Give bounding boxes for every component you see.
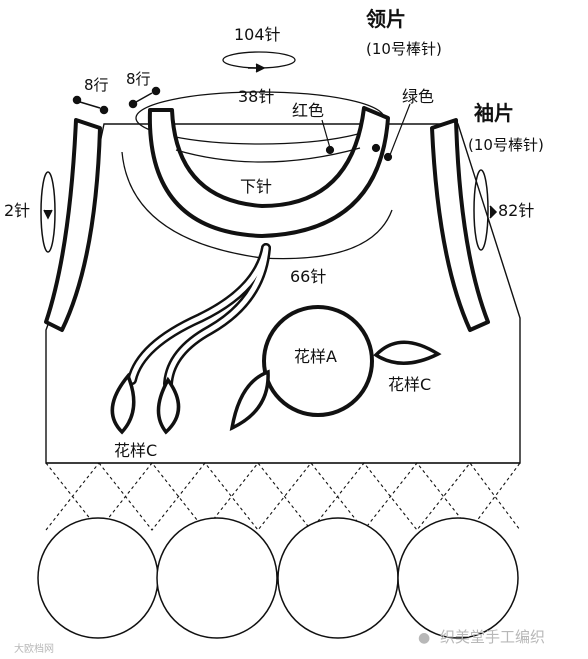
hem-circle-2 [156,517,278,639]
top-rotation-arrow [248,63,266,73]
sleeve-needle-label: (10号棒针) [468,136,544,154]
collar-inner-label: 下针 [240,177,272,196]
hem-circle-1 [37,517,159,639]
left-shoulder-markers [72,95,109,115]
sleeve-right-count: 82针 [498,201,534,220]
color-marker-dots [321,103,411,162]
right-rotation-arrow [473,169,498,251]
hem-circle-3 [277,517,399,639]
leaf-right [373,340,442,365]
left-shoulder-rows: 8行 [84,76,109,94]
hem-circle-4 [397,517,519,639]
left-armhole-band [44,118,102,332]
left-rotation-arrow [40,171,56,253]
collar-neck-count: 38针 [238,87,274,106]
collar-needle-label: (10号棒针) [366,40,442,58]
right-shoulder-markers [128,86,161,109]
collar-ties-fill [129,245,269,387]
collar-band [147,106,390,238]
collar-inner-line [175,147,361,163]
sleeve-title: 袖片 [474,101,514,125]
collar-red-label: 红色 [292,101,324,120]
hem-circles [37,517,519,639]
corner-watermark: 大欧档网 [14,642,54,655]
right-shoulder-rows: 8行 [126,70,151,88]
leaf-left-2 [156,376,181,435]
collar-green-label: 绿色 [402,87,434,106]
pattern-a-circle [262,305,374,417]
pattern-c-left-label: 花样C [114,441,157,460]
hem-diamonds [45,462,521,531]
right-armhole-band [430,118,490,332]
collar-title: 领片 [366,7,406,31]
pattern-c-right-label: 花样C [388,375,431,394]
collar-top-count: 104针 [234,25,281,44]
leaf-left-1 [110,372,136,435]
brand-watermark-icon: ● [418,630,430,646]
green-marker-dot-2 [383,152,393,162]
brand-watermark: 织美堂手工编织 [440,628,545,646]
sleeve-left-count: 2针 [4,201,30,220]
collar-bottom-count: 66针 [290,267,326,286]
leaf-flower-left [229,369,270,432]
pattern-a-label: 花样A [294,347,337,366]
green-marker-dot [371,143,381,153]
